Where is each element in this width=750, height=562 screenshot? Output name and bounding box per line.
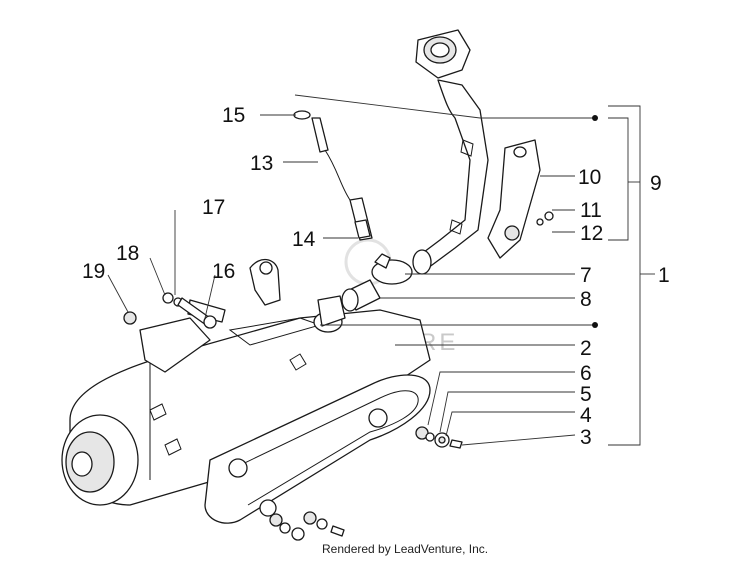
pipe-heat-guard	[487, 139, 541, 259]
callout-4: 4	[580, 404, 592, 427]
callout-6: 6	[580, 362, 592, 385]
callout-19: 19	[82, 260, 105, 283]
guard-fasteners	[536, 211, 554, 226]
callout-3: 3	[580, 426, 592, 449]
callout-15: 15	[222, 104, 245, 127]
callout-13: 13	[250, 152, 273, 175]
heat-shield	[204, 374, 431, 524]
hardware-bottom	[269, 511, 345, 541]
callout-17: 17	[202, 196, 225, 219]
callout-11: 11	[580, 199, 602, 222]
callout-9: 9	[650, 172, 662, 195]
callout-8: 8	[580, 288, 592, 311]
gasket-sleeve	[341, 279, 381, 312]
callouts: 15 13 14 17 18 16 19 10 9 11 12 7 1 8 2 …	[82, 104, 670, 449]
pipe-clamp	[371, 253, 413, 285]
callout-10: 10	[578, 166, 601, 189]
callout-12: 12	[580, 222, 603, 245]
leader-lines	[107, 94, 655, 446]
callout-7: 7	[580, 264, 592, 287]
exhaust-pipe	[412, 29, 489, 275]
callout-2: 2	[580, 337, 592, 360]
callout-5: 5	[580, 383, 592, 406]
footer-credit: Rendered by LeadVenture, Inc.	[322, 542, 488, 556]
hardware-left	[123, 292, 217, 329]
callout-18: 18	[116, 242, 139, 265]
oxygen-sensor	[293, 110, 373, 241]
hardware-right	[415, 426, 463, 449]
callout-1: 1	[658, 264, 670, 287]
callout-14: 14	[292, 228, 316, 251]
callout-16: 16	[212, 260, 235, 283]
